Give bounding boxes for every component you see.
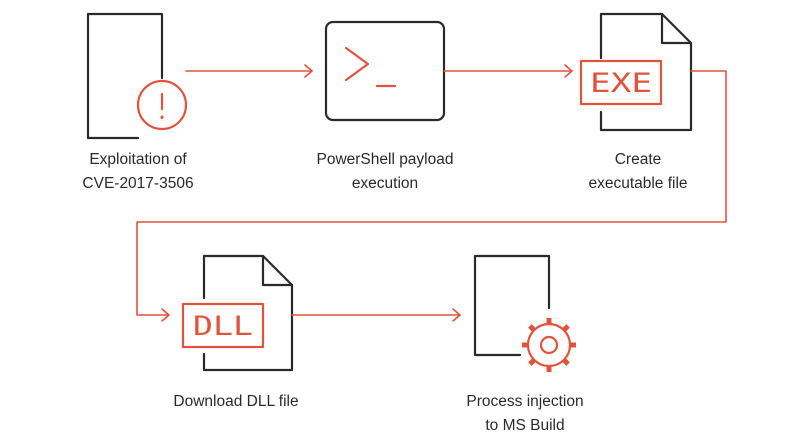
caption-line: execution <box>351 175 419 192</box>
dll-label: DLL <box>193 311 253 342</box>
dll-file-icon <box>181 254 294 372</box>
caption-line: Process injection <box>466 393 584 410</box>
gear-icon <box>522 318 576 372</box>
document-alert-icon <box>86 12 188 140</box>
document-gear-icon <box>473 254 576 372</box>
terminal-icon <box>324 20 446 122</box>
caption-line: Exploitation of <box>89 151 187 168</box>
connector-exe-to-dll <box>136 70 727 322</box>
caption-line: Create <box>614 151 662 168</box>
step-caption-create-exe: Create executable file <box>548 148 728 196</box>
caption-line: PowerShell payload <box>316 151 454 168</box>
step-caption-exploit: Exploitation of CVE-2017-3506 <box>48 148 228 196</box>
step-caption-download-dll: Download DLL file <box>146 390 326 414</box>
exe-label: EXE <box>590 68 652 99</box>
connector-dll-to-injection <box>291 308 461 322</box>
exe-file-icon <box>579 12 693 132</box>
connector-powershell-to-exe <box>443 64 573 78</box>
step-caption-powershell: PowerShell payload execution <box>290 148 480 196</box>
connector-exploit-to-powershell <box>185 64 313 78</box>
caption-line: executable file <box>588 175 688 192</box>
caption-line: Download DLL file <box>173 393 299 410</box>
caption-line: CVE-2017-3506 <box>82 175 194 192</box>
step-caption-process-injection: Process injection to MS Build <box>435 390 615 438</box>
caption-line: to MS Build <box>485 417 565 434</box>
